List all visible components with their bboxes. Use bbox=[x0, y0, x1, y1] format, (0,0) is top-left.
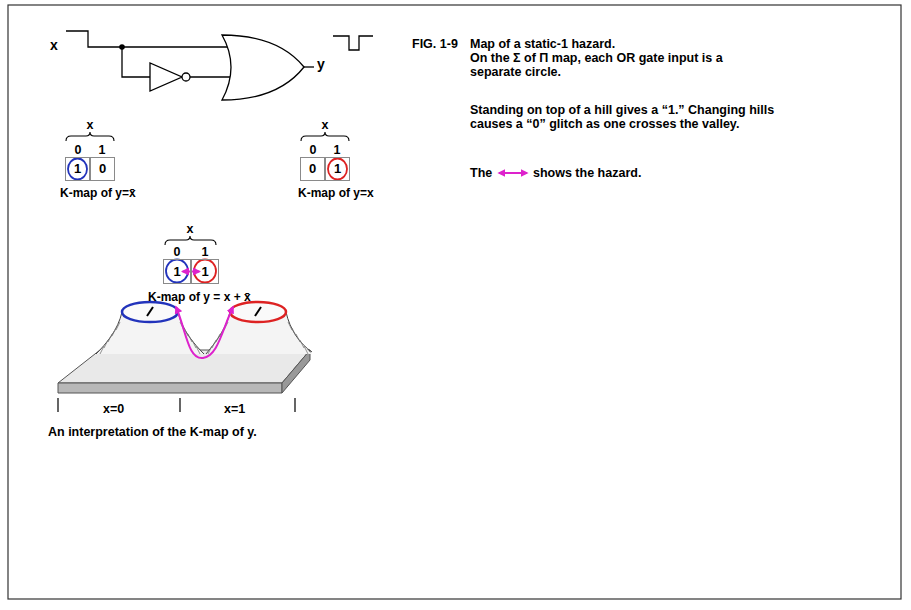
signal-name: y bbox=[317, 57, 325, 71]
hazard-circuit bbox=[66, 31, 373, 100]
column-value: 0 bbox=[174, 245, 181, 259]
input-waveform-wire bbox=[66, 31, 232, 47]
inverter-output-wire bbox=[190, 76, 234, 77]
kmap-cell: 0 bbox=[300, 157, 325, 181]
junction-dot bbox=[119, 44, 125, 50]
figure-frame bbox=[8, 5, 901, 599]
output-wire bbox=[304, 66, 314, 67]
cell-value: 1 bbox=[74, 162, 81, 176]
illustration-caption: An interpretation of the K-map of y. bbox=[48, 425, 257, 439]
kmap-cell: 1 bbox=[325, 157, 350, 181]
caption-text: Map of a static-1 hazard. bbox=[470, 37, 615, 51]
red-circle bbox=[328, 159, 347, 180]
kmap-cell: 1 bbox=[163, 259, 191, 284]
column-value: 1 bbox=[202, 245, 209, 259]
column-value: 0 bbox=[310, 143, 317, 157]
kmap-caption: K-map of y=x bbox=[298, 186, 374, 200]
variable-name: x bbox=[322, 118, 329, 132]
blue-circle bbox=[68, 159, 87, 180]
variable-name: x bbox=[187, 222, 194, 236]
axis-label: x=0 bbox=[103, 402, 124, 416]
variable-name: x bbox=[87, 118, 94, 132]
axis-label: x=1 bbox=[224, 402, 245, 416]
inverter-symbol bbox=[150, 63, 182, 91]
cell-value: 1 bbox=[334, 162, 341, 176]
kmap-cell: 0 bbox=[90, 157, 115, 181]
note-text: shows the hazard. bbox=[533, 166, 641, 180]
cell-value: 0 bbox=[309, 162, 316, 176]
or-gate-symbol bbox=[222, 35, 304, 100]
hill-illustration bbox=[58, 302, 312, 412]
column-value: 1 bbox=[99, 143, 106, 157]
inverter-bubble bbox=[182, 73, 190, 81]
branch-wire bbox=[122, 47, 150, 77]
hazard-arrow-symbol bbox=[499, 172, 527, 174]
cell-value: 1 bbox=[201, 265, 208, 279]
column-value: 0 bbox=[75, 143, 82, 157]
signal-name: x bbox=[50, 38, 58, 52]
note-text: Standing on top of a hill gives a “1.” C… bbox=[470, 103, 775, 131]
kmap-caption: K-map of y = x + x̄ bbox=[148, 290, 251, 304]
column-value: 1 bbox=[334, 143, 341, 157]
caption-text: On the Σ of Π map, each OR gate input is… bbox=[470, 51, 738, 79]
kmap-cell: 1 bbox=[191, 259, 219, 284]
note-text: The bbox=[470, 166, 492, 180]
kmap-cell: 1 bbox=[65, 157, 90, 181]
output-glitch-waveform bbox=[333, 36, 373, 50]
cell-value: 0 bbox=[99, 162, 106, 176]
cell-value: 1 bbox=[173, 265, 180, 279]
kmap-caption: K-map of y=x̄ bbox=[60, 186, 136, 200]
figure-number: FIG. 1-9 bbox=[412, 37, 458, 51]
